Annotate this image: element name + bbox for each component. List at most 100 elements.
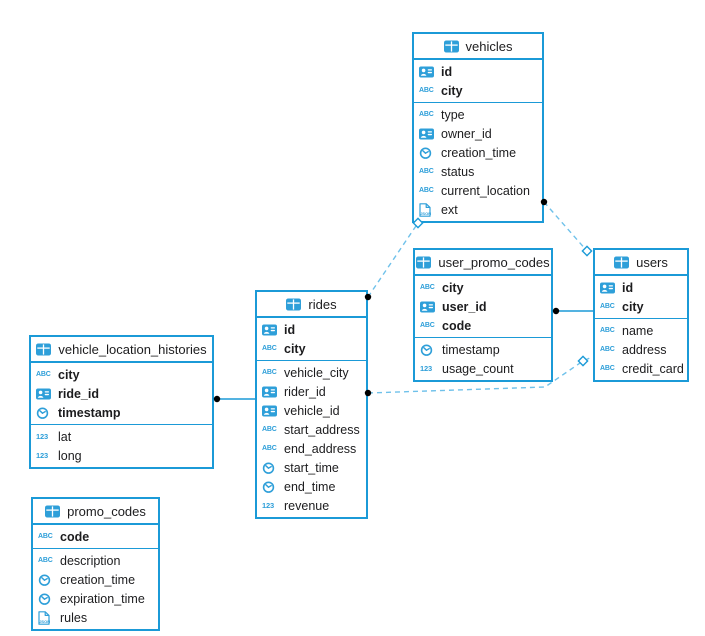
column-creation_time[interactable]: creation_time	[414, 143, 542, 162]
column-id[interactable]: id	[595, 278, 687, 297]
table-header-promo_codes[interactable]: promo_codes	[33, 499, 158, 525]
abc-icon: ABC	[262, 345, 277, 352]
column-id[interactable]: id	[414, 62, 542, 81]
column-label: ext	[441, 202, 458, 217]
section-divider	[31, 424, 212, 425]
column-label: city	[442, 280, 464, 295]
abc-icon: ABC	[38, 557, 53, 564]
table-title: promo_codes	[67, 503, 146, 519]
abc-icon: ABC	[419, 111, 434, 118]
column-timestamp[interactable]: timestamp	[415, 340, 551, 359]
column-vehicle_id[interactable]: vehicle_id	[257, 401, 366, 420]
relationship-vehicle_location_histories-rides[interactable]	[213, 395, 257, 403]
column-label: credit_card	[622, 361, 684, 376]
column-city[interactable]: ABC city	[257, 339, 366, 358]
column-ext[interactable]: JSON ext	[414, 200, 542, 219]
column-code[interactable]: ABC code	[33, 527, 158, 546]
column-label: user_id	[442, 299, 487, 314]
column-label: rules	[60, 610, 88, 625]
column-city[interactable]: ABC city	[414, 81, 542, 100]
abc-icon: ABC	[262, 426, 277, 433]
table-title: users	[636, 254, 668, 270]
column-expiration_time[interactable]: expiration_time	[33, 589, 158, 608]
relationship-dot-end	[213, 395, 221, 403]
abc-icon: ABC	[38, 533, 53, 540]
column-ride_id[interactable]: ride_id	[31, 384, 212, 403]
column-label: city	[58, 367, 80, 382]
table-title: user_promo_codes	[438, 254, 550, 270]
column-label: end_time	[284, 479, 336, 494]
relationship-user_promo_codes-users[interactable]	[552, 307, 595, 315]
table-icon	[614, 256, 631, 269]
column-label: city	[441, 83, 463, 98]
number-icon: 123	[420, 363, 432, 373]
table-icon	[286, 298, 303, 311]
abc-icon: ABC	[419, 168, 434, 175]
json-icon: JSON	[419, 202, 436, 217]
table-header-users[interactable]: users	[595, 250, 687, 276]
table-header-vehicles[interactable]: vehicles	[414, 34, 542, 60]
column-label: rider_id	[284, 384, 326, 399]
clock-icon	[419, 146, 436, 160]
column-id[interactable]: id	[257, 320, 366, 339]
table-icon	[45, 505, 62, 518]
clock-icon	[38, 592, 55, 606]
abc-icon: ABC	[420, 322, 435, 329]
column-status[interactable]: ABC status	[414, 162, 542, 181]
abc-icon: ABC	[600, 346, 615, 353]
table-header-vehicle_location_histories[interactable]: vehicle_location_histories	[31, 337, 212, 363]
clock-icon	[262, 480, 279, 494]
column-user_id[interactable]: user_id	[415, 297, 551, 316]
column-end_time[interactable]: end_time	[257, 477, 366, 496]
number-icon: 123	[36, 450, 48, 460]
clock-icon	[36, 406, 53, 420]
column-label: city	[284, 341, 306, 356]
column-label: vehicle_id	[284, 403, 340, 418]
column-timestamp[interactable]: timestamp	[31, 403, 212, 422]
table-header-rides[interactable]: rides	[257, 292, 366, 318]
table-header-user_promo_codes[interactable]: user_promo_codes	[415, 250, 551, 276]
column-start_time[interactable]: start_time	[257, 458, 366, 477]
abc-icon: ABC	[419, 87, 434, 94]
id-card-icon	[262, 405, 279, 417]
column-label: code	[60, 529, 90, 544]
number-icon: 123	[36, 431, 48, 441]
column-address[interactable]: ABC address	[595, 340, 687, 359]
column-creation_time[interactable]: creation_time	[33, 570, 158, 589]
column-label: address	[622, 342, 667, 357]
column-label: status	[441, 164, 475, 179]
column-owner_id[interactable]: owner_id	[414, 124, 542, 143]
column-rider_id[interactable]: rider_id	[257, 382, 366, 401]
